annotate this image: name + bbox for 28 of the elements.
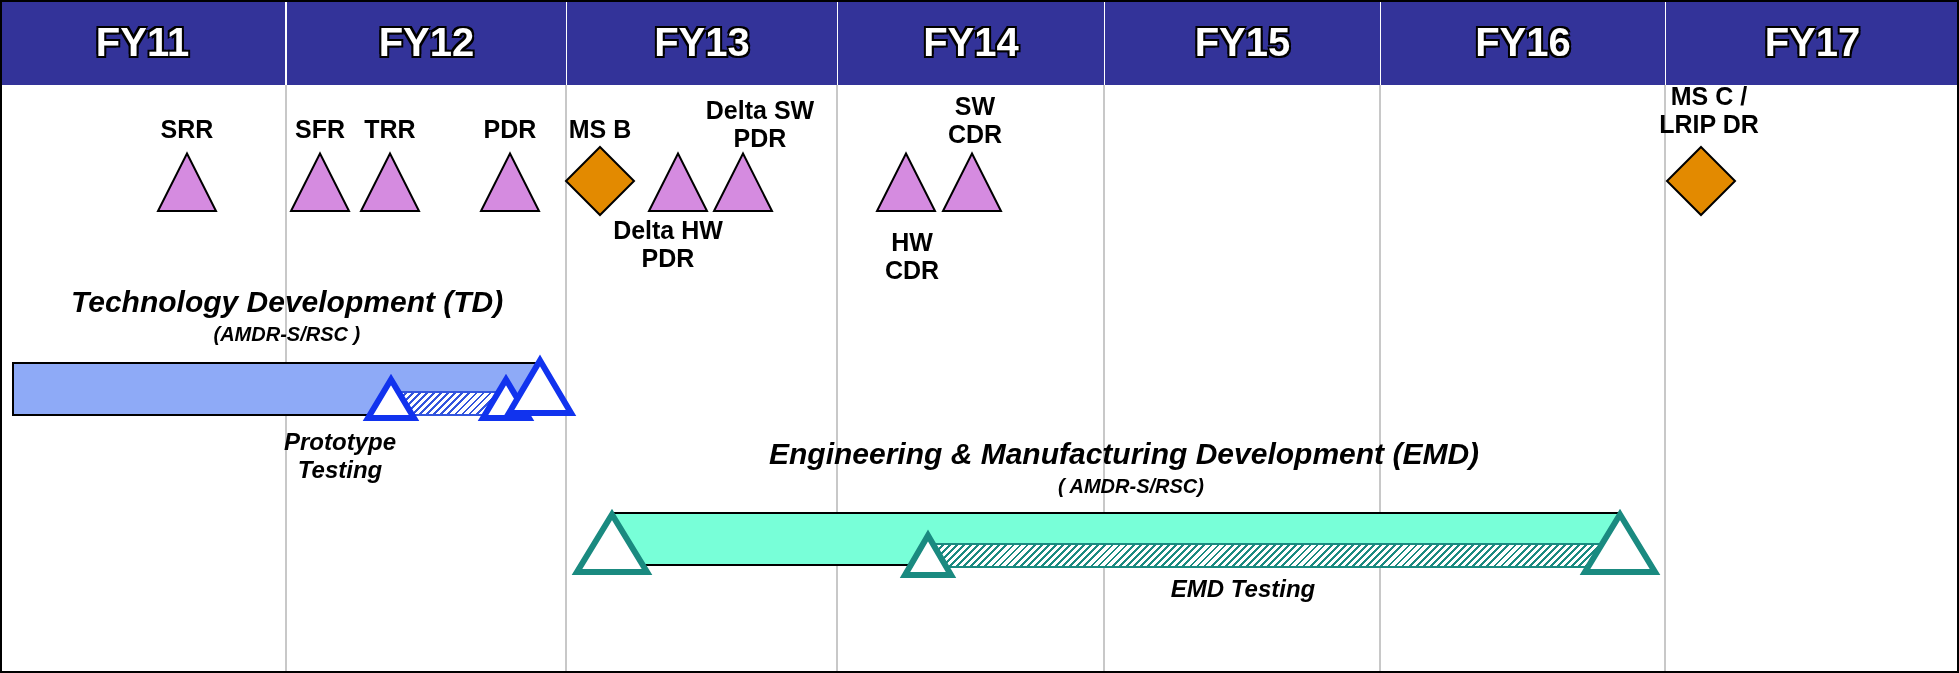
milestone-triangle <box>574 510 650 575</box>
testing-label: EMD Testing <box>1169 575 1317 603</box>
testing-label: Prototype Testing <box>283 428 397 484</box>
milestone-label: TRR <box>363 115 417 143</box>
phase-subtitle: ( AMDR-S/RSC) <box>1058 474 1204 498</box>
year-column-header: FY16 <box>1381 0 1665 85</box>
milestone-label: HW CDR <box>883 228 941 284</box>
year-column-header: FY15 <box>1105 0 1380 85</box>
milestone-label: SRR <box>159 115 215 143</box>
milestone-label: Delta HW PDR <box>612 216 724 272</box>
milestone-triangle <box>1582 510 1658 575</box>
milestone-triangle <box>365 375 417 421</box>
year-column-header: FY17 <box>1666 0 1959 85</box>
phase-title: Engineering & Manufacturing Development (EMD) <box>769 437 1480 471</box>
year-column-header: FY11 <box>0 0 285 85</box>
milestone-triangle <box>506 356 574 416</box>
year-column-header: FY12 <box>287 0 566 85</box>
year-column-header: FY13 <box>567 0 837 85</box>
milestone-label: PDR <box>482 115 538 143</box>
milestone-label: MS B <box>567 115 633 143</box>
phase-title: Technology Development (TD) <box>71 285 504 319</box>
milestone-label: Delta SW PDR <box>704 96 816 152</box>
milestone-triangle <box>902 531 954 578</box>
milestone-label: SFR <box>294 115 346 143</box>
milestone-label: MS C / LRIP DR <box>1658 82 1760 138</box>
phase-subtitle: (AMDR-S/RSC ) <box>213 322 361 346</box>
year-column-header: FY14 <box>838 0 1104 85</box>
milestone-label: SW CDR <box>946 92 1004 148</box>
